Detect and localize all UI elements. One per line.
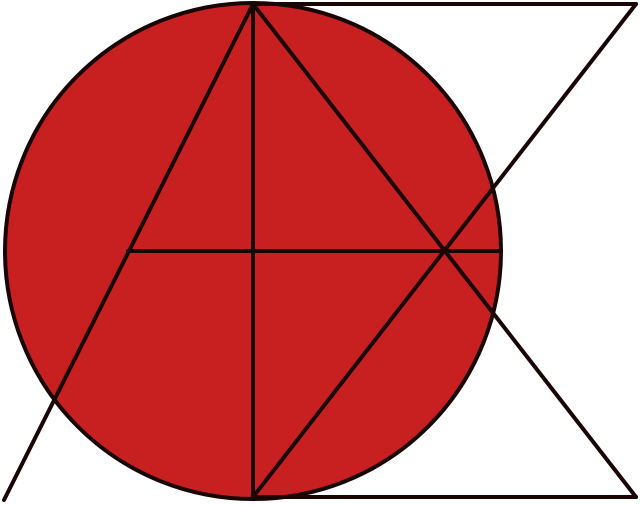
rising-diagonal-line xyxy=(251,2,638,499)
